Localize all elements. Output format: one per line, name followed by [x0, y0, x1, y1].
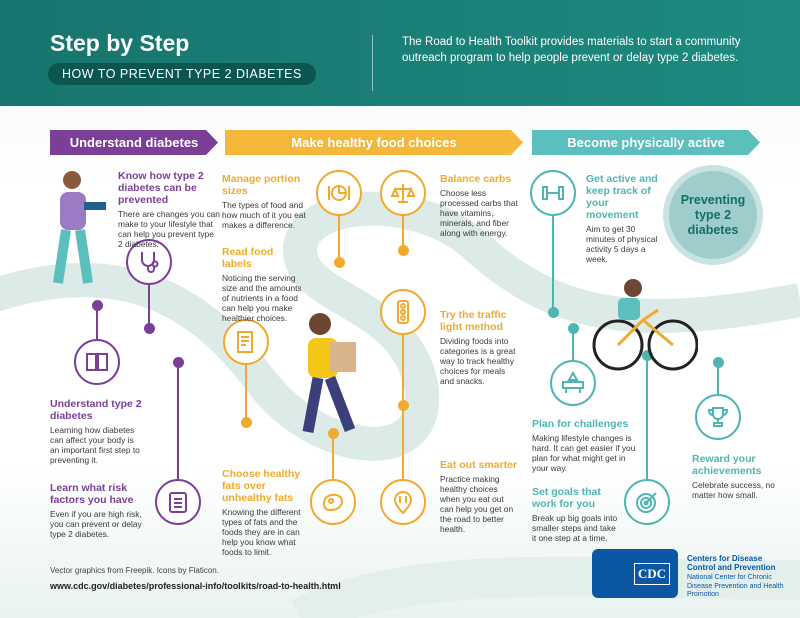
item-reward: Reward your achievements Celebrate succe… — [692, 453, 782, 500]
item-title: Know how type 2 diabetes can be prevente… — [118, 170, 204, 206]
cdc-name: Centers for Disease Control and Preventi… — [687, 554, 776, 572]
page-title: Step by Step — [50, 30, 190, 56]
item-body: Aim to get 30 minutes of physical activi… — [586, 224, 658, 264]
clipboard-icon — [155, 479, 201, 525]
traffic-light-icon — [380, 289, 426, 335]
connector — [148, 285, 150, 329]
item-body: Practice making healthy choices when you… — [440, 474, 514, 534]
connector — [572, 328, 574, 364]
connector-dot — [548, 307, 559, 318]
item-body: Making lifestyle changes is hard. It can… — [532, 433, 636, 473]
item-title: Balance carbs — [440, 173, 512, 185]
scale-icon — [380, 170, 426, 216]
item-title: Reward your achievements — [692, 453, 762, 477]
person-cycling-illustration — [592, 279, 698, 371]
item-traffic-light: Try the traffic light method Dividing fo… — [440, 309, 518, 386]
cdc-center: National Center for Chronic Disease Prev… — [687, 574, 784, 598]
item-title: Choose healthy fats over unhealthy fats — [222, 468, 301, 504]
item-plan-challenges: Plan for challenges Making lifestyle cha… — [532, 418, 642, 473]
item-eat-out: Eat out smarter Practice making healthy … — [440, 459, 518, 534]
item-body: The types of food and how much of it you… — [222, 200, 306, 230]
credits-text: Vector graphics from Freepik. Icons by F… — [50, 566, 219, 575]
toolkit-url[interactable]: www.cdc.gov/diabetes/professional-info/t… — [50, 581, 341, 591]
banner-understand-diabetes: Understand diabetes — [50, 130, 218, 155]
connector-dot — [568, 323, 579, 334]
item-title: Get active and keep track of your moveme… — [586, 173, 658, 221]
item-body: Learning how diabetes can affect your bo… — [50, 425, 140, 465]
item-title: Set goals that work for you — [532, 486, 601, 510]
connector-dot — [173, 357, 184, 368]
connector-dot — [92, 300, 103, 311]
item-know-prevention: Know how type 2 diabetes can be prevente… — [118, 170, 220, 249]
item-title: Understand type 2 diabetes — [50, 398, 142, 422]
book-icon — [74, 339, 120, 385]
trophy-icon — [695, 394, 741, 440]
item-title: Learn what risk factors you have — [50, 482, 134, 506]
item-food-labels: Read food labels Noticing the serving si… — [222, 246, 302, 323]
connector — [338, 215, 340, 263]
item-body: Noticing the serving size and the amount… — [222, 273, 302, 323]
item-portion-sizes: Manage portion sizes The types of food a… — [222, 173, 310, 230]
item-healthy-fats: Choose healthy fats over unhealthy fats … — [222, 468, 306, 557]
item-body: There are changes you can make to your l… — [118, 209, 220, 249]
header — [0, 0, 800, 106]
banner-healthy-food: Make healthy food choices — [225, 130, 523, 155]
connector — [245, 365, 247, 423]
item-balance-carbs: Balance carbs Choose less processed carb… — [440, 173, 518, 238]
connector-dot — [713, 357, 724, 368]
divider — [372, 35, 373, 91]
dumbbell-icon — [530, 170, 576, 216]
restaurant-pin-icon — [380, 479, 426, 525]
food-label-icon — [223, 319, 269, 365]
cdc-text-block: Centers for Disease Control and Preventi… — [687, 554, 792, 600]
person-reading-illustration — [53, 171, 106, 284]
steak-icon — [310, 479, 356, 525]
person-with-groceries-illustration — [302, 313, 356, 434]
item-title: Plan for challenges — [532, 418, 629, 430]
item-risk-factors: Learn what risk factors you have Even if… — [50, 482, 148, 539]
item-understand-type2: Understand type 2 diabetes Learning how … — [50, 398, 145, 465]
connector — [177, 362, 179, 482]
subtitle-pill: HOW TO PREVENT TYPE 2 DIABETES — [48, 63, 316, 85]
banner-physically-active: Become physically active — [532, 130, 760, 155]
cdc-logo: CDC — [592, 549, 678, 598]
target-icon — [624, 479, 670, 525]
connector — [402, 215, 404, 251]
cdc-logo-text: CDC — [633, 562, 670, 585]
connector — [646, 355, 648, 480]
plate-icon — [316, 170, 362, 216]
connector — [332, 433, 334, 483]
intro-text: The Road to Health Toolkit provides mate… — [402, 36, 741, 64]
connector-dot — [241, 417, 252, 428]
connector-dot — [642, 350, 653, 361]
goal-circle: Preventing type 2 diabetes — [663, 165, 763, 265]
item-body: Celebrate success, no matter how small. — [692, 480, 775, 500]
item-body: Choose less processed carbs that have vi… — [440, 188, 518, 238]
item-title: Try the traffic light method — [440, 309, 507, 333]
item-get-active: Get active and keep track of your moveme… — [586, 173, 660, 264]
barrier-icon — [550, 360, 596, 406]
connector — [552, 215, 554, 313]
stethoscope-icon — [126, 239, 172, 285]
item-body: Knowing the different types of fats and … — [222, 507, 301, 557]
item-body: Even if you are high risk, you can preve… — [50, 509, 142, 539]
connector-dot — [334, 257, 345, 268]
connector-dot — [144, 323, 155, 334]
item-title: Manage portion sizes — [222, 173, 301, 197]
connector-dot — [398, 400, 409, 411]
item-title: Eat out smarter — [440, 459, 518, 471]
connector — [717, 362, 719, 397]
connector-dot — [398, 245, 409, 256]
item-set-goals: Set goals that work for you Break up big… — [532, 486, 618, 543]
item-body: Dividing foods into categories is a grea… — [440, 336, 516, 386]
item-body: Break up big goals into smaller steps an… — [532, 513, 618, 543]
connector-dot — [328, 428, 339, 439]
item-title: Read food labels — [222, 246, 274, 270]
connector — [96, 305, 98, 345]
